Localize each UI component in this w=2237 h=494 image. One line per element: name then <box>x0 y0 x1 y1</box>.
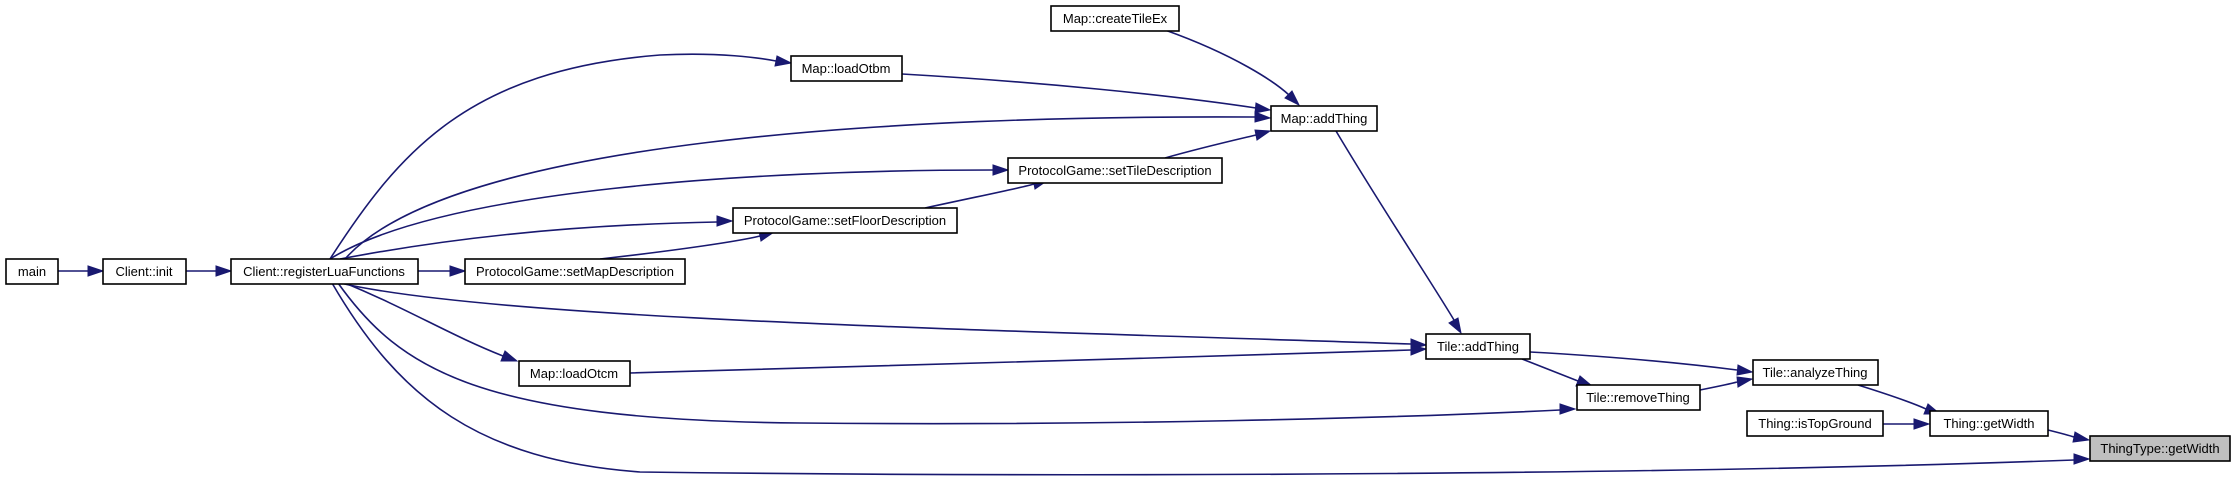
node-label: Client::registerLuaFunctions <box>243 264 405 279</box>
node-tile-remove-thing[interactable]: Tile::removeThing <box>1576 384 1701 411</box>
edge-arrowhead <box>87 265 105 277</box>
edge-tile-analyze-to-thing-width <box>1857 384 1927 410</box>
node-label: ProtocolGame::setTileDescription <box>1018 163 1211 178</box>
edge-arrowhead <box>1254 102 1272 114</box>
node-set-floor-description[interactable]: ProtocolGame::setFloorDescription <box>732 207 958 234</box>
node-label: Client::init <box>115 264 172 279</box>
edge-arrowhead <box>774 55 793 67</box>
edge-setfloor-to-settile <box>924 183 1035 209</box>
edge-addthing-map-to-tile-add <box>1335 130 1455 321</box>
node-label: Tile::analyzeThing <box>1762 365 1867 380</box>
edge-register-to-loadotbm <box>329 53 777 260</box>
node-label: ProtocolGame::setMapDescription <box>476 264 674 279</box>
edge-register-to-settile <box>329 169 994 260</box>
node-label: Thing::isTopGround <box>1758 416 1871 431</box>
node-main[interactable]: main <box>5 258 59 285</box>
node-map-add-thing[interactable]: Map::addThing <box>1270 105 1378 132</box>
edge-register-to-addthing-map <box>344 116 1256 260</box>
call-graph-edges <box>58 29 2091 476</box>
edge-arrowhead <box>1736 364 1754 376</box>
node-label: Tile::addThing <box>1437 339 1519 354</box>
edge-arrowhead <box>1284 90 1301 107</box>
edge-arrowhead <box>716 215 734 227</box>
edge-tile-add-to-tile-remove <box>1521 358 1579 382</box>
edge-setmap-to-setfloor <box>599 235 761 260</box>
node-client-init[interactable]: Client::init <box>102 258 187 285</box>
node-label: Tile::removeThing <box>1586 390 1690 405</box>
edge-register-to-loadotcm <box>344 282 504 357</box>
edge-settile-to-addthing-map <box>1164 134 1257 159</box>
node-map-create-tile-ex[interactable]: Map::createTileEx <box>1050 5 1180 32</box>
edge-loadotcm-to-tile-add <box>629 349 1412 374</box>
call-graph-nodes: main Client::init Client::registerLuaFun… <box>5 5 2231 462</box>
node-label: main <box>18 264 46 279</box>
edge-arrowhead <box>992 164 1010 176</box>
node-label: Map::loadOtbm <box>802 61 891 76</box>
node-label: Thing::getWidth <box>1943 416 2034 431</box>
edge-arrowhead <box>1448 317 1462 335</box>
node-map-load-otcm[interactable]: Map::loadOtcm <box>518 360 631 387</box>
edge-arrowhead <box>1254 129 1272 141</box>
node-thing-get-width[interactable]: Thing::getWidth <box>1929 410 2049 437</box>
edge-register-to-thingtype-width <box>331 282 2075 476</box>
node-thingtype-get-width[interactable]: ThingType::getWidth <box>2089 435 2231 462</box>
node-label: ThingType::getWidth <box>2100 441 2219 456</box>
edge-arrowhead <box>1410 344 1428 356</box>
edge-arrowhead <box>1559 403 1577 415</box>
node-tile-add-thing[interactable]: Tile::addThing <box>1425 333 1531 360</box>
node-label: ProtocolGame::setFloorDescription <box>744 213 946 228</box>
node-tile-analyze-thing[interactable]: Tile::analyzeThing <box>1752 359 1879 386</box>
node-label: Map::addThing <box>1281 111 1368 126</box>
node-set-tile-description[interactable]: ProtocolGame::setTileDescription <box>1007 157 1223 184</box>
edge-arrowhead <box>1736 376 1754 388</box>
edge-arrowhead <box>2072 431 2091 443</box>
edge-register-to-setfloor <box>339 221 718 260</box>
node-register-lua-functions[interactable]: Client::registerLuaFunctions <box>230 258 419 285</box>
edge-register-to-tile-remove <box>337 282 1561 425</box>
edge-loadotbm-to-addthing-map <box>901 73 1257 109</box>
edge-createtile-to-addthing-map <box>1164 29 1290 96</box>
edge-arrowhead <box>500 350 519 362</box>
edge-arrowhead <box>449 265 467 277</box>
edge-thing-width-to-thingtype-width <box>2047 429 2075 438</box>
edge-arrowhead <box>215 265 233 277</box>
node-set-map-description[interactable]: ProtocolGame::setMapDescription <box>464 258 686 285</box>
node-label: Map::createTileEx <box>1063 11 1168 26</box>
edge-tile-remove-to-tile-analyze <box>1699 381 1738 391</box>
node-map-load-otbm[interactable]: Map::loadOtbm <box>790 55 903 82</box>
edge-register-to-tile-add <box>339 282 1412 345</box>
node-label: Map::loadOtcm <box>530 366 618 381</box>
edge-arrowhead <box>1254 111 1272 123</box>
edge-arrowhead <box>1913 418 1931 430</box>
edge-arrowhead <box>2073 453 2091 465</box>
edge-tile-add-to-tile-analyze <box>1529 351 1738 371</box>
node-thing-is-top-ground[interactable]: Thing::isTopGround <box>1746 410 1884 437</box>
